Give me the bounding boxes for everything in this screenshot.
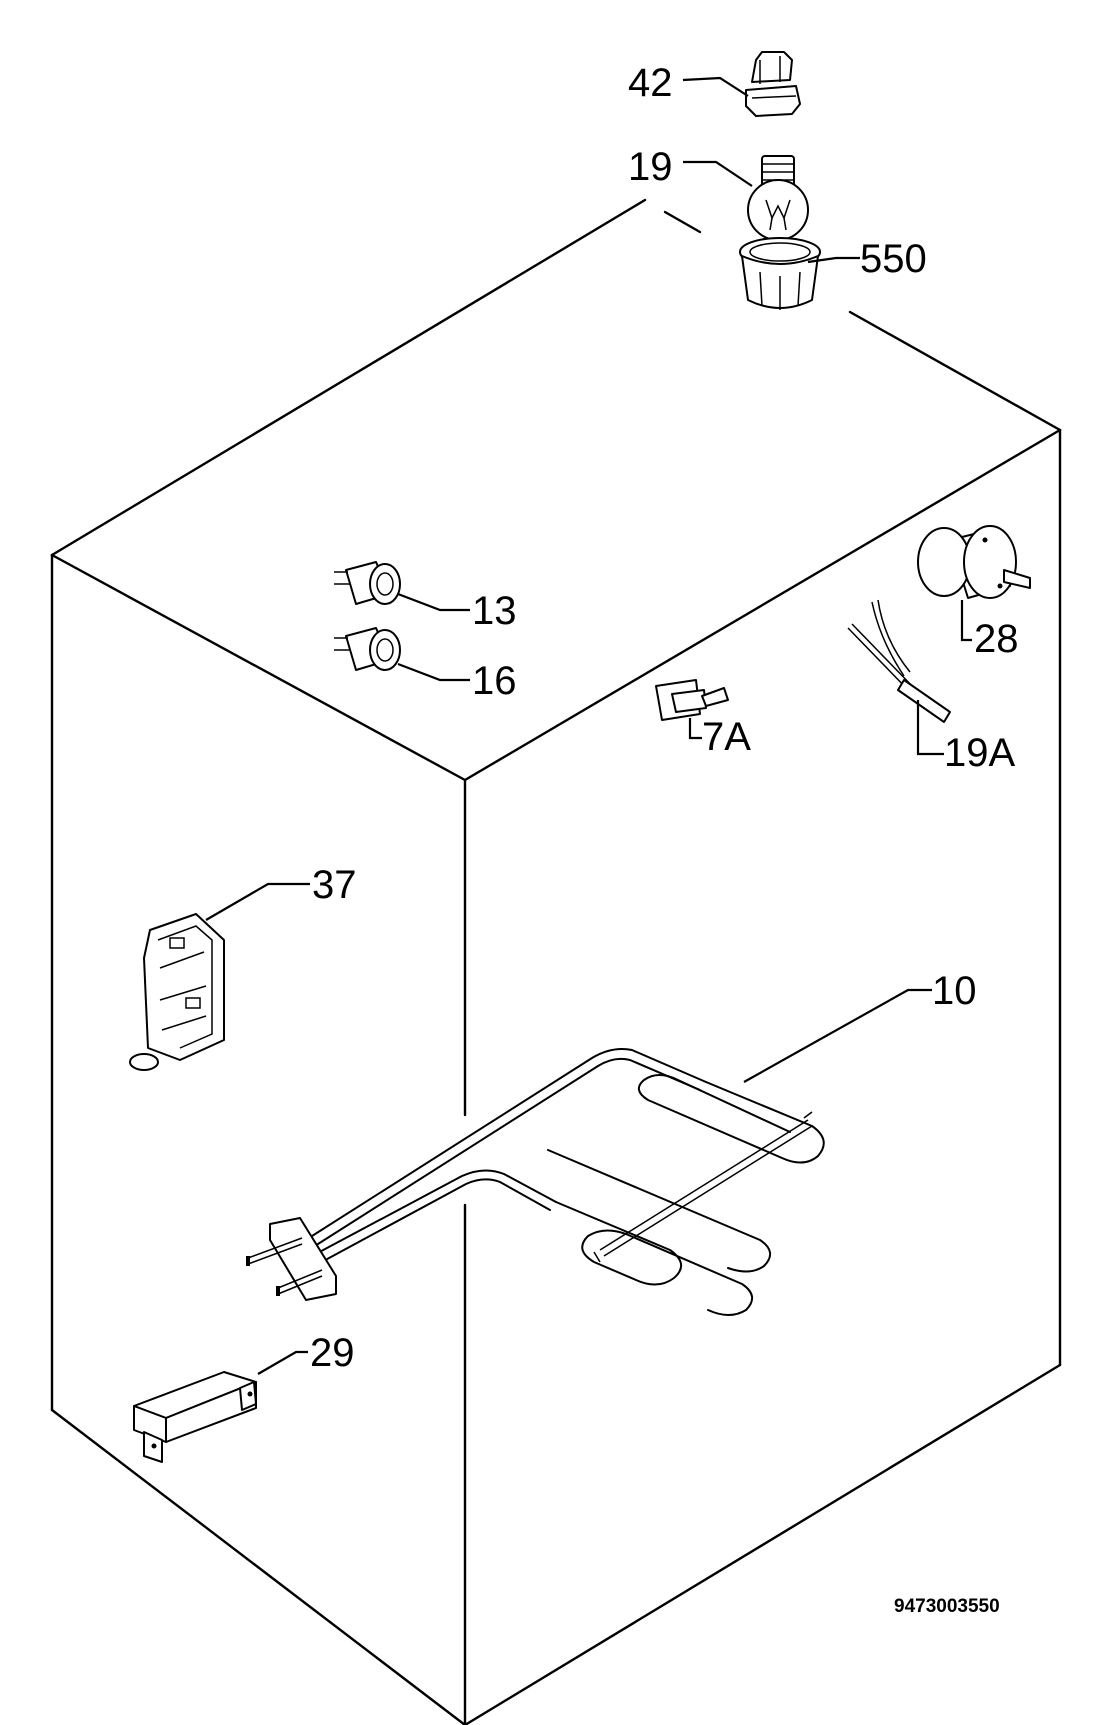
part-label-29: 29 [310, 1331, 355, 1375]
door-switch-icon [655, 679, 729, 721]
temperature-sensor-icon [847, 599, 951, 723]
part-label-7A: 7A [702, 715, 751, 759]
mounting-bracket-icon [133, 1371, 257, 1463]
part-label-42: 42 [628, 61, 673, 105]
part-label-13: 13 [472, 589, 517, 633]
document-code: 9473003550 [894, 1596, 1000, 1617]
part-label-550: 550 [860, 237, 927, 281]
cabinet-outline [50, 198, 1062, 1725]
part-label-37: 37 [312, 863, 357, 907]
indicator-light-icon [334, 627, 401, 671]
fan-motor-icon [917, 525, 1031, 599]
heating-element-icon [246, 1048, 825, 1316]
lamp-cover-icon [739, 237, 821, 310]
part-label-19A: 19A [944, 731, 1015, 775]
part-label-28: 28 [974, 617, 1019, 661]
part-label-16: 16 [472, 659, 517, 703]
part-label-10: 10 [932, 969, 977, 1013]
part-label-19: 19 [628, 145, 673, 189]
lamp-holder-icon [745, 51, 801, 117]
lamp-bulb-icon [747, 155, 809, 241]
indicator-light-icon [334, 561, 401, 605]
terminal-block-icon [129, 913, 225, 1071]
